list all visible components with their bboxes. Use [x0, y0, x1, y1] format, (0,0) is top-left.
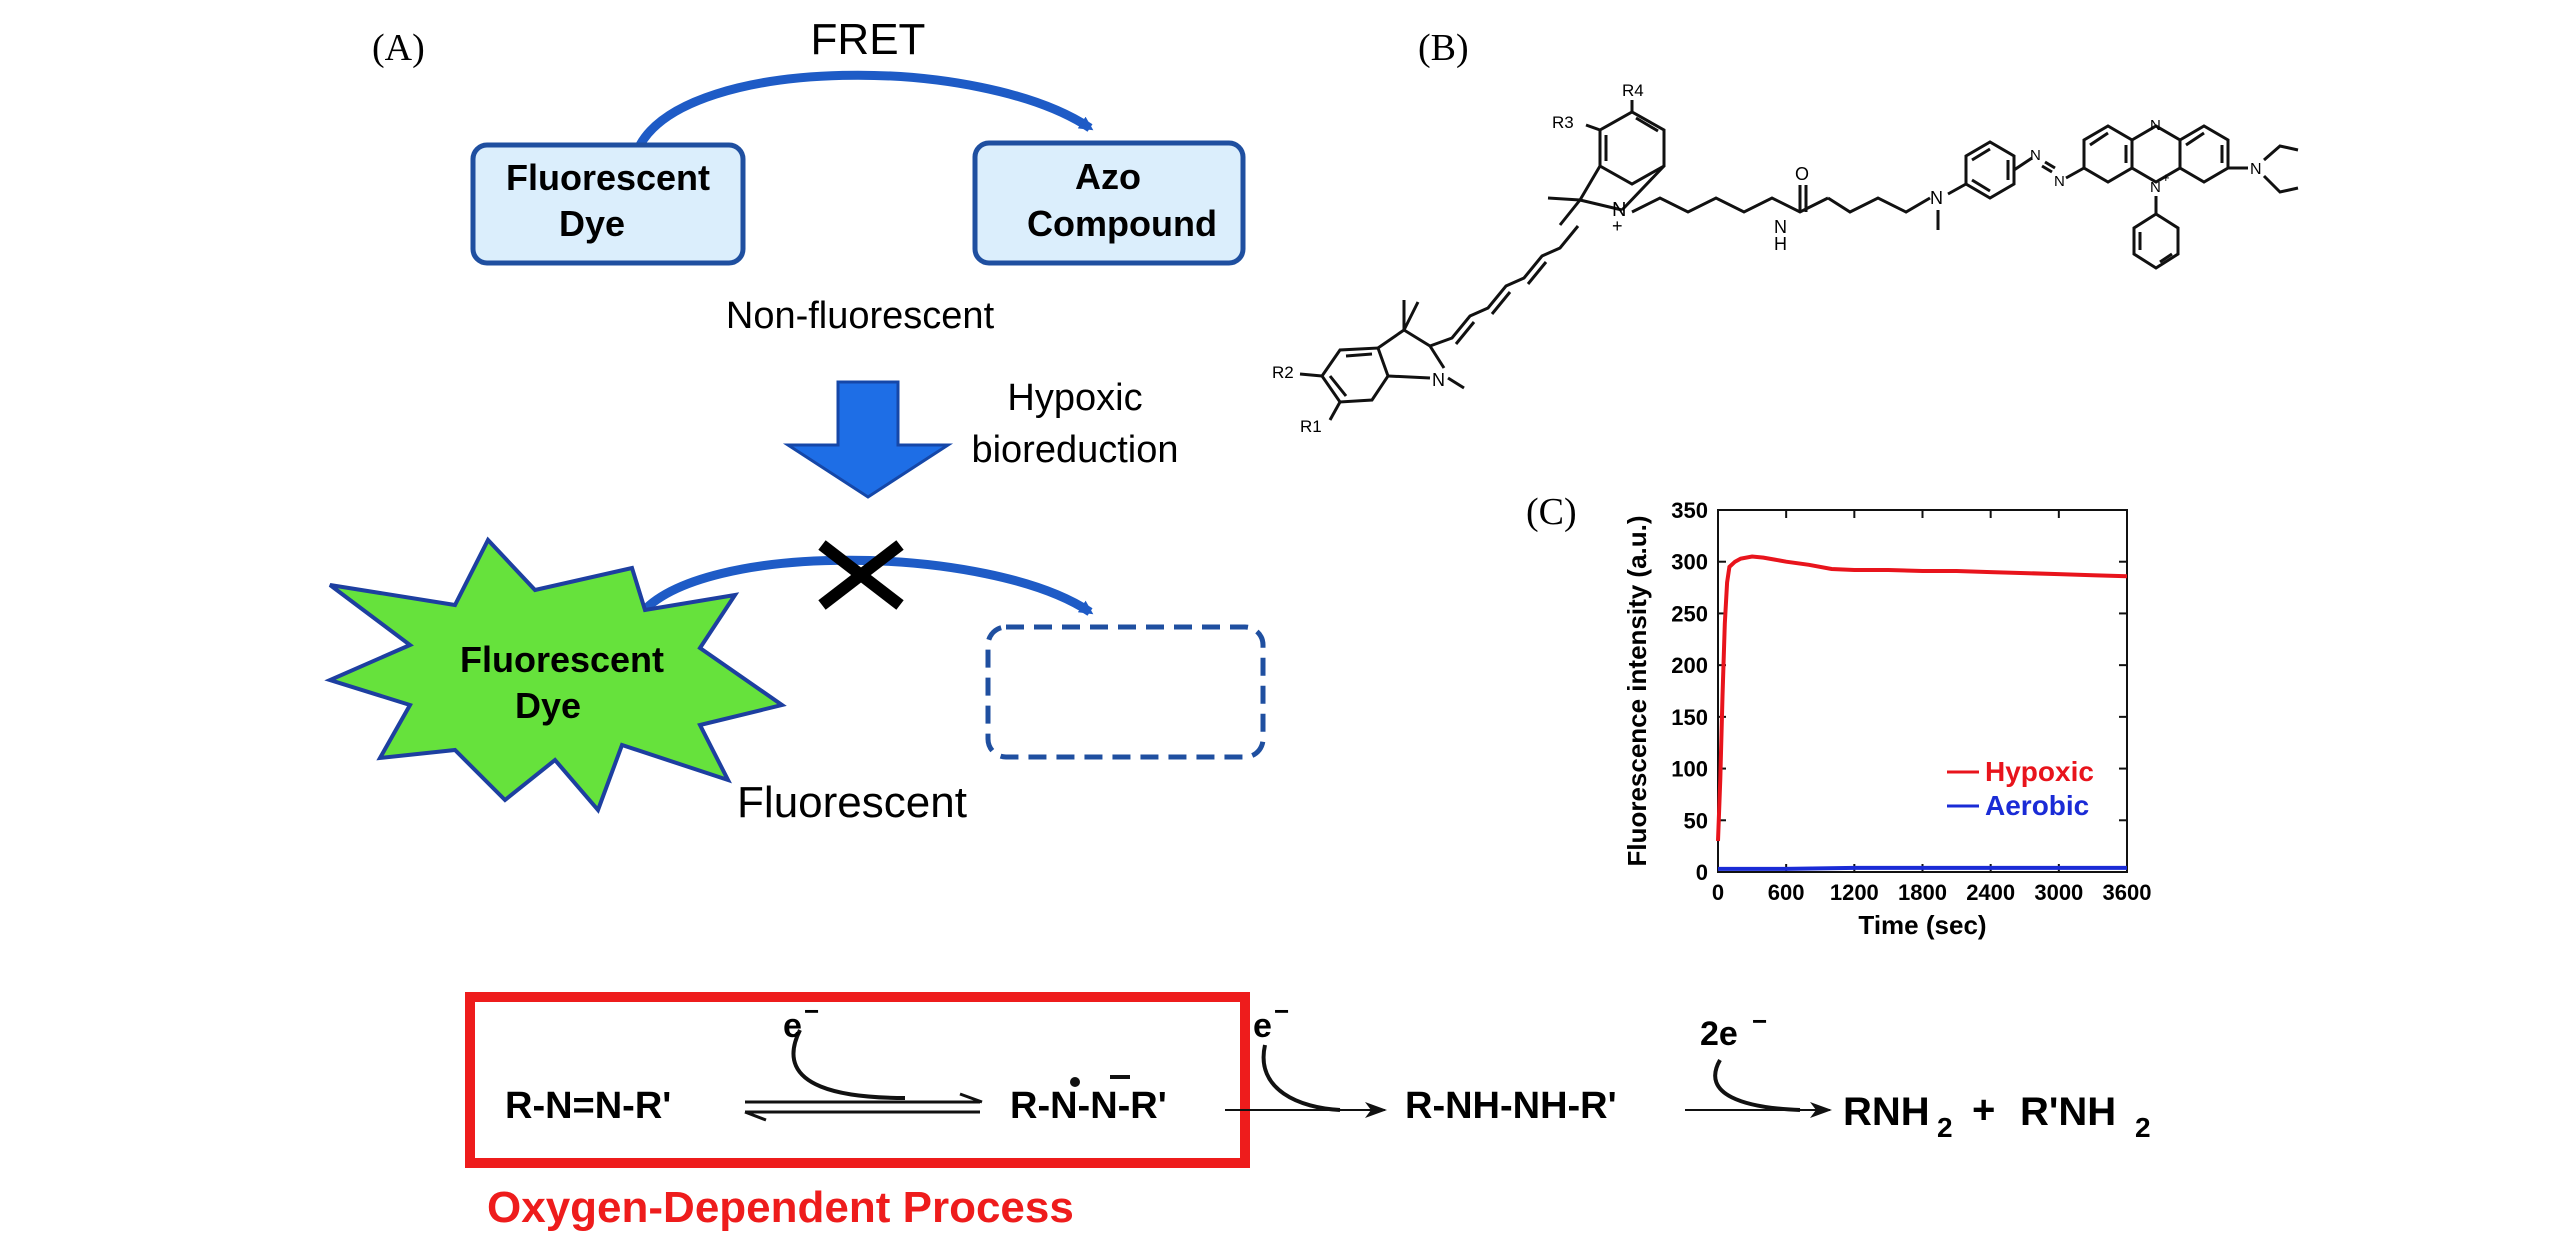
amine-1-sub: 2: [1937, 1112, 1953, 1143]
down-arrow: [782, 380, 954, 499]
x-tick-label: 3000: [2034, 880, 2083, 905]
x-tick-label: 2400: [1966, 880, 2015, 905]
electron-arrow-3: [1713, 1059, 1801, 1112]
oxygen-dependent-label: Oxygen-Dependent Process: [487, 1183, 1074, 1232]
block-x-icon: [818, 540, 904, 610]
y-tick-label: 350: [1671, 498, 1708, 523]
panel-a-label: (A): [372, 27, 425, 69]
hypoxic-label-line1: Hypoxic: [1007, 377, 1142, 419]
electron-label-3: 2e: [1700, 1015, 1738, 1053]
atom-n-methyl: N: [1930, 188, 1943, 208]
hypoxic-label-line2: bioreduction: [971, 429, 1178, 471]
atom-r3: R3: [1552, 113, 1574, 132]
fret-label: FRET: [811, 15, 926, 64]
y-tick-label: 200: [1671, 653, 1708, 678]
legend-label-hypoxic: Hypoxic: [1985, 756, 2094, 787]
equilibrium-arrows: [744, 1092, 983, 1122]
panel-a: (A) FRET Fluorescent Dye Azo Compound No…: [324, 15, 1266, 827]
radical-dot: [1070, 1077, 1080, 1087]
amine-2: R'NH: [2020, 1090, 2116, 1134]
series-line-hypoxic: [1716, 554, 2128, 842]
electron-minus-1: −: [804, 996, 819, 1026]
propyl-linker: [1827, 196, 1931, 214]
atom-phen-plus: +: [2162, 170, 2170, 185]
atom-r1: R1: [1300, 417, 1322, 436]
electron-label-1: e: [783, 1007, 802, 1045]
azo-compound-formula: R-N=N-R': [505, 1085, 671, 1127]
y-tick-label: 0: [1696, 860, 1708, 885]
hydrazine-formula: R-NH-NH-R': [1405, 1085, 1617, 1127]
lower-indole-ring: [1299, 300, 1465, 421]
atom-nh-h: H: [1774, 234, 1787, 254]
y-tick-label: 300: [1671, 550, 1708, 575]
y-tick-label: 150: [1671, 705, 1708, 730]
dye-bottom-line2: Dye: [515, 685, 581, 726]
upper-indolium-ring: [1547, 100, 1666, 226]
atom-phen-n-plus: N: [2150, 179, 2161, 196]
n-phenyl-ring: [2132, 212, 2180, 270]
oxygen-dependent-box: [465, 992, 1250, 1168]
x-tick-label: 1200: [1830, 880, 1879, 905]
fluorescent-label: Fluorescent: [737, 778, 967, 827]
atom-phen-n-top: N: [2150, 117, 2161, 134]
amine-2-sub: 2: [2135, 1112, 2151, 1143]
x-tick-label: 3600: [2103, 880, 2152, 905]
phenazinium-rings: [2082, 124, 2230, 184]
x-tick-label: 1800: [1898, 880, 1947, 905]
non-fluorescent-label: Non-fluorescent: [726, 295, 995, 337]
atom-n-indolium: N: [1612, 199, 1626, 221]
x-axis-label: Time (sec): [1858, 910, 1986, 940]
aniline-ring: [1964, 140, 2016, 200]
atom-n-indole: N: [1432, 370, 1445, 390]
hexanamide-linker: [1631, 196, 1829, 214]
atom-r4: R4: [1622, 81, 1644, 100]
reaction-scheme: R-N=N-R' e − R-N-N-R' e − R-NH-NH-R' 2e …: [465, 992, 2151, 1232]
electron-minus-3: −: [1752, 1006, 1767, 1036]
y-tick-label: 50: [1684, 808, 1708, 833]
y-axis-label: Fluorescence intensity (a.u.): [1622, 515, 1652, 866]
polymethine-chain: [1429, 225, 1580, 348]
fluorescent-dye-starburst: [324, 536, 787, 814]
plus-sign: +: [1972, 1088, 1995, 1132]
panel-b: (B) R4 R3 N + O N H N: [1272, 27, 2299, 436]
atom-net2: N: [2250, 161, 2262, 178]
panel-b-label: (B): [1418, 27, 1469, 69]
y-tick-label: 250: [1671, 601, 1708, 626]
atom-azo-n1: N: [2030, 147, 2041, 164]
dye-bottom-line1: Fluorescent: [460, 639, 664, 680]
azo-box-line2: Compound: [1027, 203, 1217, 244]
fluorescence-chart: 0 600 1200 1800 2400 3000 3600 0 50 100 150 200 250 3…: [1622, 498, 2151, 940]
dye-box-top: [470, 142, 746, 266]
atom-plus: +: [1612, 216, 1623, 236]
series-line-aerobic: [1718, 865, 2127, 871]
electron-arrow-2: [1261, 1044, 1341, 1112]
radical-anion-formula: R-N-N-R': [1010, 1085, 1167, 1127]
amine-1: RNH: [1843, 1090, 1930, 1134]
atom-o: O: [1795, 164, 1809, 184]
fret-arrow: [636, 70, 1094, 148]
dye-box-top-line2: Dye: [559, 203, 625, 244]
electron-arrow-1: [791, 1029, 906, 1100]
panel-c: (C) 0 600 1200 1800 2400 3000 3600 0 50 100 150 200…: [1526, 491, 2151, 940]
panel-c-label: (C): [1526, 491, 1577, 533]
cleaved-acceptor-box: [985, 624, 1266, 760]
atom-nh-n: N: [1774, 217, 1787, 237]
x-tick-label: 600: [1768, 880, 1805, 905]
y-tick-label: 100: [1671, 757, 1708, 782]
legend-label-aerobic: Aerobic: [1985, 790, 2089, 821]
electron-minus-2: −: [1274, 996, 1289, 1026]
x-tick-label: 0: [1712, 880, 1724, 905]
electron-label-2: e: [1253, 1007, 1272, 1045]
dye-box-top-line1: Fluorescent: [506, 157, 710, 198]
atom-r2: R2: [1272, 363, 1294, 382]
atom-azo-n2: N: [2054, 173, 2065, 190]
azo-box-line1: Azo: [1075, 156, 1141, 197]
azo-box: [972, 140, 1246, 266]
